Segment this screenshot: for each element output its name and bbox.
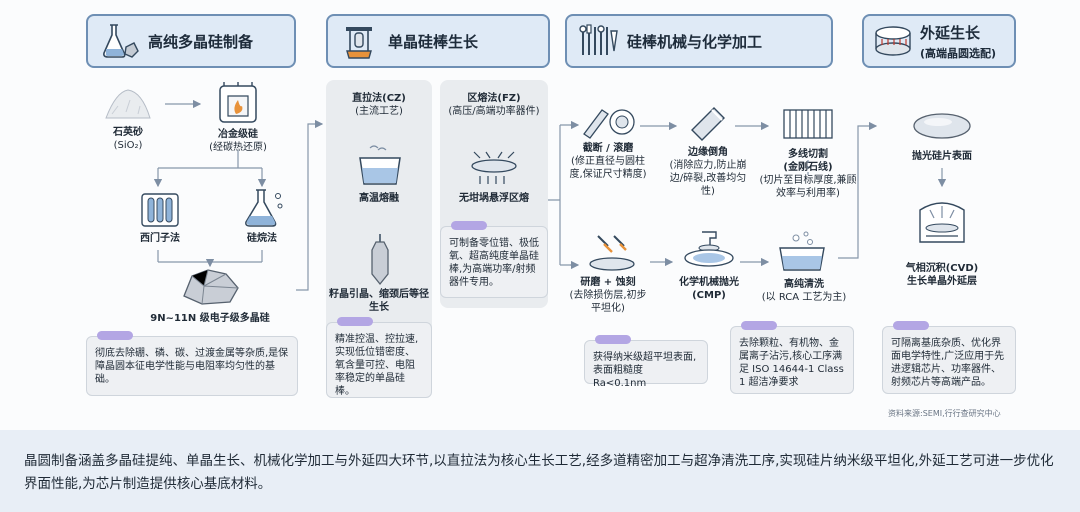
fz-note: 可制备零位错、极低氧、超高纯度单晶硅棒,为高端功率/射频器件专用。 (440, 221, 548, 298)
edge-label: 边缘倒角(消除应力,防止崩边/碎裂,改善均匀性) (669, 147, 747, 197)
polished-wafer-label: 抛光硅片表面 (912, 151, 972, 162)
caption-text: 晶圆制备涵盖多晶硅提纯、单晶生长、机械化学加工与外延四大环节,以直拉法为核心生长… (0, 430, 1080, 512)
fz-title: 区熔法(FZ)(高压/高端功率器件) (448, 93, 540, 117)
cz-title: 直拉法(CZ)(主流工艺) (352, 93, 406, 117)
cleaning-bath-icon (779, 231, 825, 271)
cmp-polisher-icon (684, 231, 734, 267)
wire-label: 多线切割(金刚石线)(切片至目标厚度,兼顾效率与利用率) (759, 149, 857, 199)
siemens-reactor-icon (141, 193, 179, 227)
cz-seed-label: 籽晶引晶、缩颈后等径生长 (329, 289, 429, 313)
stage-header-crystal-growth: 单晶硅棒生长 (326, 14, 550, 68)
note-marker (337, 317, 373, 326)
siemens-label: 西门子法 (140, 233, 180, 244)
flask-crystal-icon (103, 24, 139, 58)
silane-flask-icon (245, 189, 283, 227)
stage-subtitle: (高端晶圆选配) (920, 46, 997, 60)
polished-wafer-icon (913, 113, 971, 139)
cut-label: 截断 / 滚磨(修正直径与圆柱度,保证尺寸精度) (569, 143, 647, 180)
cvd-label: 气相沉积(CVD)生长单晶外延层 (905, 263, 979, 287)
source-note: 资料来源:SEMI,行行查研究中心 (888, 409, 1001, 418)
seed-ingot-icon (371, 234, 389, 286)
stage-header-machining: 硅棒机械与化学加工 (565, 14, 833, 68)
lapping-etch-icon (589, 235, 635, 271)
note-marker (741, 321, 777, 330)
stage-header-epitaxy: 外延生长 (高端晶圆选配) (862, 14, 1016, 68)
stage-title: 外延生长 (920, 23, 981, 42)
epitaxy-note: 可隔离基底杂质、优化界面电学特性,广泛应用于先进逻辑芯片、功率器件、射频芯片等高… (882, 321, 1016, 394)
silane-label: 硅烷法 (247, 233, 277, 244)
cz-note: 精准控温、控拉速,实现低位错密度、氧含量可控、电阻率稳定的单晶硅棒。 (326, 317, 432, 398)
quartz-label: 石英砂(SiO₂) (113, 127, 143, 151)
float-zone-icon (471, 151, 517, 184)
note-marker (893, 321, 929, 330)
furnace-icon (219, 82, 257, 123)
cmp-label: 化学机械抛光(CMP) (679, 277, 739, 301)
polysilicon-product-label: 9N~11N 级电子级多晶硅 (150, 313, 270, 324)
stage-title: 单晶硅棒生长 (388, 32, 479, 51)
note-marker (595, 335, 631, 344)
note-marker (451, 221, 487, 230)
polysilicon-note: 彻底去除硼、磷、碳、过渡金属等杂质,是保障晶圆本征电学性能与电阻率均匀性的基础。 (86, 331, 298, 396)
cvd-chamber-icon (919, 202, 965, 243)
quartz-sand-icon (105, 89, 151, 119)
clean-label: 高纯清洗(以 RCA 工艺为主) (761, 279, 847, 303)
fz-step-label: 无坩埚悬浮区熔 (459, 193, 529, 204)
crucible-melt-icon (359, 145, 401, 185)
stage-title: 硅棒机械与化学加工 (627, 32, 763, 51)
tools-icon (579, 24, 618, 55)
polysilicon-chunk-icon (183, 269, 239, 305)
edge-bevel-icon (691, 107, 725, 141)
note-marker (97, 331, 133, 340)
stage-header-polysilicon: 高纯多晶硅制备 (86, 14, 296, 68)
cmp-note: 获得纳米级超平坦表面,表面粗糙度 Ra<0.1nm (584, 335, 708, 389)
wire-saw-icon (783, 109, 833, 139)
cutting-grinding-icon (583, 109, 635, 139)
crystal-puller-icon (346, 27, 372, 59)
cz-melt-label: 高温熔融 (359, 193, 399, 204)
epitaxy-reactor-icon (875, 26, 911, 56)
clean-note: 去除颗粒、有机物、金属离子沾污,核心工序满足 ISO 14644-1 Class… (730, 321, 854, 394)
grind-label: 研磨 + 蚀刻(去除损伤层,初步平坦化) (569, 277, 647, 314)
mg-silicon-label: 冶金级硅(经碳热还原) (209, 129, 267, 153)
stage-title: 高纯多晶硅制备 (148, 32, 254, 51)
